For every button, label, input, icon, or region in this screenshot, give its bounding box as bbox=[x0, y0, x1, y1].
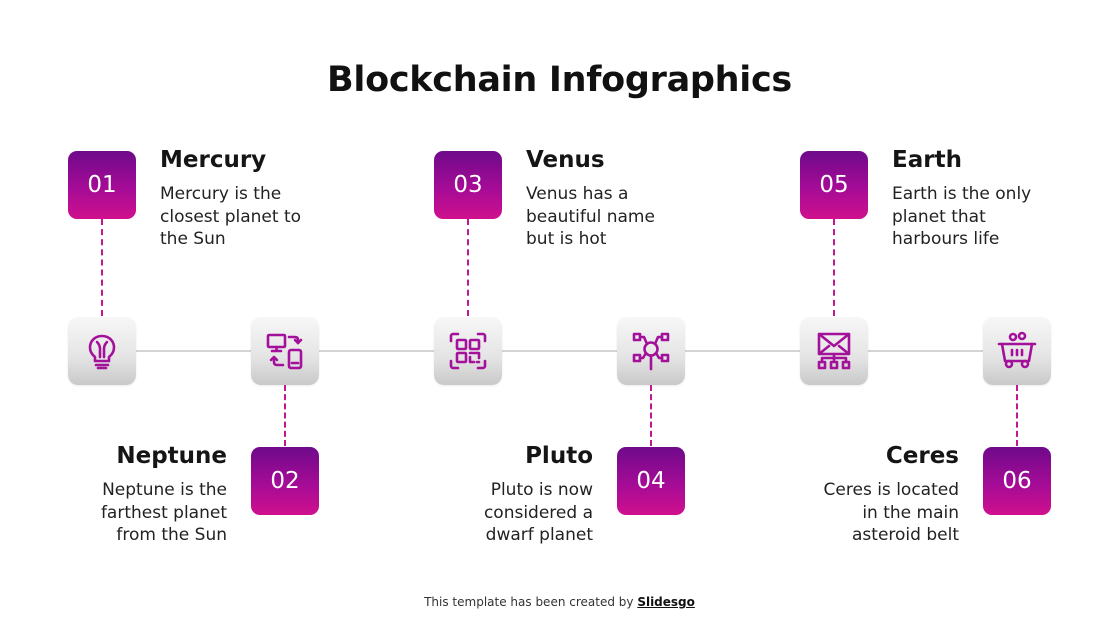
connector-05 bbox=[833, 219, 835, 316]
slidesgo-link[interactable]: Slidesgo bbox=[637, 595, 695, 609]
desc-line: planet that bbox=[892, 206, 986, 227]
connector-04 bbox=[650, 385, 652, 446]
desc-line: considered a bbox=[483, 502, 593, 523]
item-title-pluto: Pluto bbox=[525, 443, 593, 469]
item-desc-earth: Earth is the only planet that harbours l… bbox=[892, 183, 1031, 251]
number-badge-05: 05 bbox=[800, 151, 868, 219]
desc-line: dwarf planet bbox=[485, 525, 593, 545]
footer-credit: This template has been created by Slides… bbox=[0, 595, 1119, 609]
item-title-venus: Venus bbox=[526, 147, 605, 173]
item-title-ceres: Ceres bbox=[885, 443, 959, 469]
connector-01 bbox=[101, 219, 103, 316]
desc-line: in the main bbox=[862, 502, 959, 523]
item-title-mercury: Mercury bbox=[160, 147, 267, 173]
mail-network-icon bbox=[817, 332, 851, 370]
icon-box-01 bbox=[68, 317, 136, 385]
desc-line: beautiful name bbox=[526, 206, 655, 227]
desc-line: Earth is the only bbox=[892, 184, 1032, 204]
icon-box-06 bbox=[983, 317, 1051, 385]
desc-line: asteroid belt bbox=[852, 525, 959, 545]
qr-code-icon bbox=[449, 332, 487, 370]
desc-line: Ceres is located bbox=[823, 480, 959, 500]
connector-06 bbox=[1016, 385, 1018, 446]
icon-box-03 bbox=[434, 317, 502, 385]
desc-line: closest planet to bbox=[160, 206, 302, 227]
desc-line: farthest planet bbox=[100, 502, 227, 523]
item-title-earth: Earth bbox=[892, 147, 962, 173]
timeline-line bbox=[100, 350, 1020, 352]
desc-line: the Sun bbox=[160, 229, 226, 249]
connector-02 bbox=[284, 385, 286, 446]
desc-line: Mercury is the bbox=[160, 184, 282, 204]
connector-03 bbox=[467, 219, 469, 316]
desc-line: Neptune is the bbox=[102, 480, 227, 500]
lightbulb-icon bbox=[88, 334, 116, 370]
number-badge-01: 01 bbox=[68, 151, 136, 219]
item-title-neptune: Neptune bbox=[116, 443, 227, 469]
page-title: Blockchain Infographics bbox=[327, 60, 792, 100]
item-desc-venus: Venus has a beautiful name but is hot bbox=[526, 183, 655, 251]
footer-text: This template has been created by bbox=[424, 595, 638, 609]
item-desc-mercury: Mercury is the closest planet to the Sun bbox=[160, 183, 301, 251]
desc-line: Venus has a bbox=[526, 184, 629, 204]
network-node-icon bbox=[632, 332, 670, 371]
desc-line: Pluto is now bbox=[490, 480, 593, 500]
icon-box-04 bbox=[617, 317, 685, 385]
icon-box-02 bbox=[251, 317, 319, 385]
mining-cart-icon bbox=[997, 331, 1037, 369]
item-desc-neptune: Neptune is the farthest planet from the … bbox=[20, 479, 227, 547]
number-badge-06: 06 bbox=[983, 447, 1051, 515]
desc-line: from the Sun bbox=[116, 525, 227, 545]
desc-line: but is hot bbox=[526, 229, 607, 249]
number-badge-04: 04 bbox=[617, 447, 685, 515]
desc-line: harbours life bbox=[892, 229, 1000, 249]
number-badge-03: 03 bbox=[434, 151, 502, 219]
item-desc-pluto: Pluto is now considered a dwarf planet bbox=[386, 479, 593, 547]
number-badge-02: 02 bbox=[251, 447, 319, 515]
device-sync-icon bbox=[266, 333, 303, 370]
item-desc-ceres: Ceres is located in the main asteroid be… bbox=[752, 479, 959, 547]
icon-box-05 bbox=[800, 317, 868, 385]
